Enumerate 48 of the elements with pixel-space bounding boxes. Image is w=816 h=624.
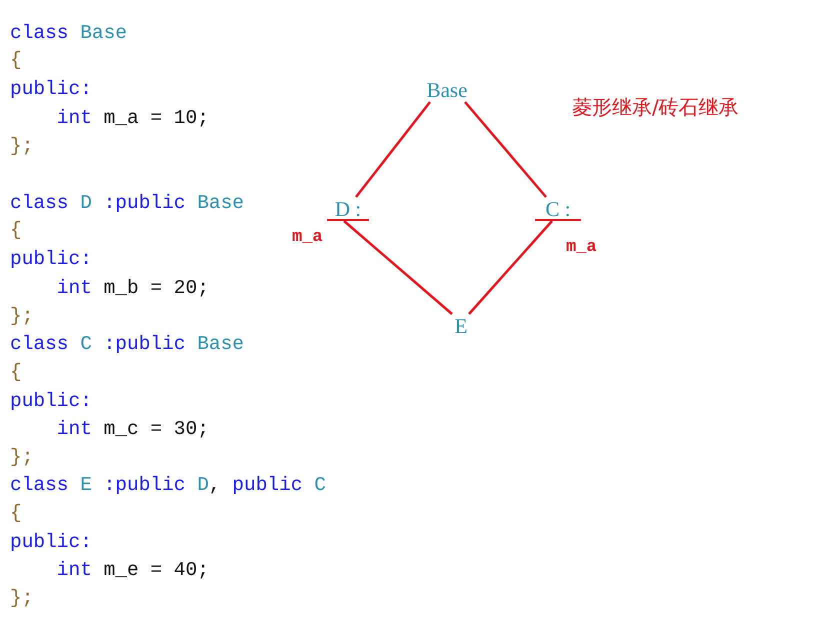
- code-keyword: public:: [10, 389, 92, 413]
- code-text: m_a = 10;: [104, 106, 209, 130]
- title: 菱形继承/砖石继承: [572, 94, 739, 121]
- inheritance-line: [343, 220, 453, 315]
- code-keyword: class: [10, 332, 69, 356]
- class-name: Base: [423, 78, 471, 102]
- code-brace: };: [10, 445, 34, 469]
- class-name: E: [450, 314, 472, 338]
- code-brace: {: [10, 360, 22, 384]
- code-keyword: public: [232, 473, 303, 497]
- class-name-text: D: [80, 191, 92, 215]
- code-keyword: class: [10, 21, 69, 45]
- code-keyword: int: [56, 276, 92, 300]
- code-keyword: int: [56, 417, 92, 441]
- code-brace: {: [10, 48, 22, 72]
- class-name-text: Base: [197, 191, 244, 215]
- class-name-text: Base: [197, 332, 244, 356]
- code-keyword: public:: [10, 530, 92, 554]
- code-keyword: public:: [10, 77, 92, 101]
- inheritance-line: [355, 101, 431, 198]
- class-name-text: D: [197, 473, 209, 497]
- code-text: m_b = 20;: [104, 276, 209, 300]
- member-name: m_a: [566, 238, 597, 258]
- class-name-text: E: [80, 473, 92, 497]
- class-name-text: C: [80, 332, 92, 356]
- code-keyword: int: [56, 558, 92, 582]
- class-name-text: C: [314, 473, 326, 497]
- code-text: ,: [208, 473, 221, 497]
- inheritance-line: [464, 101, 547, 198]
- class-name-text: Base: [80, 21, 127, 45]
- code-brace: {: [10, 218, 22, 242]
- member-name: m_a: [292, 228, 323, 248]
- code-brace: };: [10, 304, 34, 328]
- underlined-class-name: C :: [535, 197, 581, 221]
- code-keyword: :public: [104, 332, 186, 356]
- code-keyword: int: [56, 106, 92, 130]
- code-keyword: public:: [10, 247, 92, 271]
- code-text: m_e = 40;: [104, 558, 209, 582]
- underlined-class-name: D :: [327, 197, 369, 221]
- code-keyword: :public: [104, 191, 186, 215]
- code-keyword: class: [10, 473, 69, 497]
- code-brace: {: [10, 501, 22, 525]
- code-text: m_c = 30;: [104, 417, 209, 441]
- code-keyword: :public: [104, 473, 186, 497]
- code-brace: };: [10, 586, 34, 610]
- code-keyword: class: [10, 191, 69, 215]
- inheritance-line: [468, 220, 553, 315]
- code-brace: };: [10, 134, 34, 158]
